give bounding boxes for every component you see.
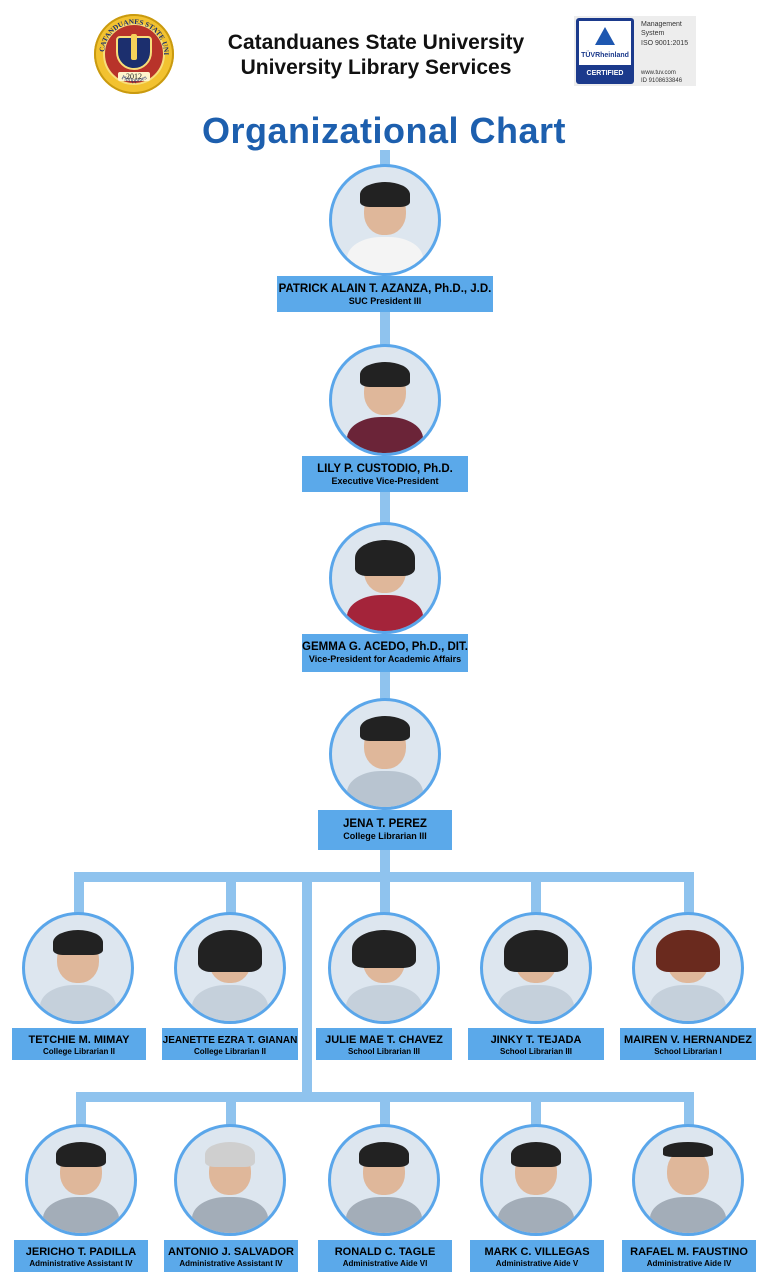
librarian-name: TETCHIE M. MIMAY [28, 1034, 130, 1046]
staff-label: JERICHO T. PADILLA Administrative Assist… [14, 1240, 148, 1272]
chart-title: Organizational Chart [201, 110, 567, 151]
connector-staff-5 [684, 1092, 694, 1126]
seal-ring-lettering: CATANDUANES STATE UNIVERSITY Philippines [94, 14, 170, 84]
librarian-name: JINKY T. TEJADA [490, 1034, 582, 1046]
connector-staff-trunk [302, 876, 312, 1100]
connector-staff-2 [226, 1092, 236, 1126]
university-name: Catanduanes State University [227, 31, 525, 54]
librarian-label: JINKY T. TEJADA School Librarian III [468, 1028, 604, 1060]
connector-staff-4 [531, 1092, 541, 1126]
seal-year: 2012 [118, 72, 150, 81]
librarian-name: JEANETTE EZRA T. GIANAN [162, 1035, 298, 1046]
leader-label: PATRICK ALAIN T. AZANZA, Ph.D., J.D. SUC… [277, 276, 493, 312]
librarian-label: MAIREN V. HERNANDEZ School Librarian I [620, 1028, 756, 1060]
avatar [632, 1124, 744, 1236]
avatar [174, 1124, 286, 1236]
staff-label: RAFAEL M. FAUSTINO Administrative Aide I… [622, 1240, 756, 1272]
librarian-title: College Librarian II [42, 1047, 115, 1056]
avatar [480, 1124, 592, 1236]
staff-name: RONALD C. TAGLE [334, 1246, 436, 1258]
iso-line-1: Management [641, 21, 682, 28]
connector-head-down [380, 850, 390, 878]
avatar [22, 912, 134, 1024]
iso-line-2: System [641, 30, 665, 37]
avatar [329, 522, 441, 634]
iso-certification-badge: TÜVRheinland CERTIFIED Management System… [574, 16, 696, 86]
avatar [328, 912, 440, 1024]
staff-name: ANTONIO J. SALVADOR [168, 1246, 294, 1258]
office-name: University Library Services [240, 56, 512, 79]
svg-text:Philippines: Philippines [120, 75, 148, 84]
librarian-title: School Librarian III [347, 1047, 420, 1056]
staff-name: JERICHO T. PADILLA [25, 1246, 137, 1258]
connector-vpaa-to-head [380, 672, 390, 700]
leader-name: GEMMA G. ACEDO, Ph.D., DIT. [302, 641, 468, 653]
tuv-logo: TÜVRheinland CERTIFIED [576, 18, 634, 84]
connector-evp-to-vpaa [380, 492, 390, 524]
connector-lib-5 [684, 872, 694, 914]
staff-title: Administrative Aide V [495, 1259, 579, 1268]
leader-label: JENA T. PEREZ College Librarian III [318, 810, 452, 850]
header-title: Catanduanes State University University … [196, 30, 556, 80]
leader-label: GEMMA G. ACEDO, Ph.D., DIT. Vice-Preside… [302, 634, 468, 672]
avatar [632, 912, 744, 1024]
librarian-label: JULIE MAE T. CHAVEZ School Librarian III [316, 1028, 452, 1060]
iso-line-4: www.tuv.com [641, 70, 676, 76]
connector-lib-1 [74, 872, 84, 914]
avatar [329, 698, 441, 810]
librarian-label: TETCHIE M. MIMAY College Librarian II [12, 1028, 146, 1060]
iso-line-3: ISO 9001:2015 [641, 40, 689, 47]
leader-title: College Librarian III [343, 831, 427, 841]
leader-label: LILY P. CUSTODIO, Ph.D. Executive Vice-P… [302, 456, 468, 492]
university-seal-logo: 2012 CATANDUANES STATE UNIVERSITY Philip… [94, 14, 174, 94]
staff-label: MARK C. VILLEGAS Administrative Aide V [470, 1240, 604, 1272]
librarian-title: School Librarian III [499, 1047, 572, 1056]
librarian-title: College Librarian II [193, 1047, 266, 1056]
avatar [329, 164, 441, 276]
connector-president-to-evp [380, 312, 390, 346]
avatar [329, 344, 441, 456]
connector-staff-1 [76, 1092, 86, 1126]
librarian-name: MAIREN V. HERNANDEZ [624, 1034, 752, 1046]
staff-name: RAFAEL M. FAUSTINO [630, 1246, 748, 1258]
staff-label: RONALD C. TAGLE Administrative Aide VI [318, 1240, 452, 1272]
iso-line-5: ID 9108633846 [641, 78, 683, 84]
staff-label: ANTONIO J. SALVADOR Administrative Assis… [164, 1240, 298, 1272]
librarian-label: JEANETTE EZRA T. GIANAN College Libraria… [162, 1028, 298, 1060]
connector-lib-2 [226, 872, 236, 914]
librarian-title: School Librarian I [654, 1047, 722, 1056]
connector-title-to-president [380, 150, 390, 166]
svg-text:CATANDUANES STATE UNIVERSITY: CATANDUANES STATE UNIVERSITY [94, 14, 170, 55]
leader-title: SUC President III [348, 296, 422, 306]
avatar [25, 1124, 137, 1236]
leader-title: Vice-President for Academic Affairs [308, 654, 462, 664]
staff-title: Administrative Assistant IV [29, 1259, 133, 1268]
avatar [480, 912, 592, 1024]
staff-title: Administrative Assistant IV [179, 1259, 283, 1268]
connector-staff-3 [380, 1092, 390, 1126]
leader-title: Executive Vice-President [331, 476, 439, 486]
staff-title: Administrative Aide VI [342, 1259, 428, 1268]
leader-name: PATRICK ALAIN T. AZANZA, Ph.D., J.D. [278, 283, 492, 295]
librarian-name: JULIE MAE T. CHAVEZ [325, 1034, 443, 1046]
avatar [328, 1124, 440, 1236]
connector-lib-3 [380, 872, 390, 914]
leader-name: LILY P. CUSTODIO, Ph.D. [317, 463, 453, 475]
avatar [174, 912, 286, 1024]
staff-name: MARK C. VILLEGAS [484, 1246, 590, 1258]
connector-lib-4 [531, 872, 541, 914]
staff-title: Administrative Aide IV [646, 1259, 732, 1268]
leader-name: JENA T. PEREZ [343, 818, 427, 830]
